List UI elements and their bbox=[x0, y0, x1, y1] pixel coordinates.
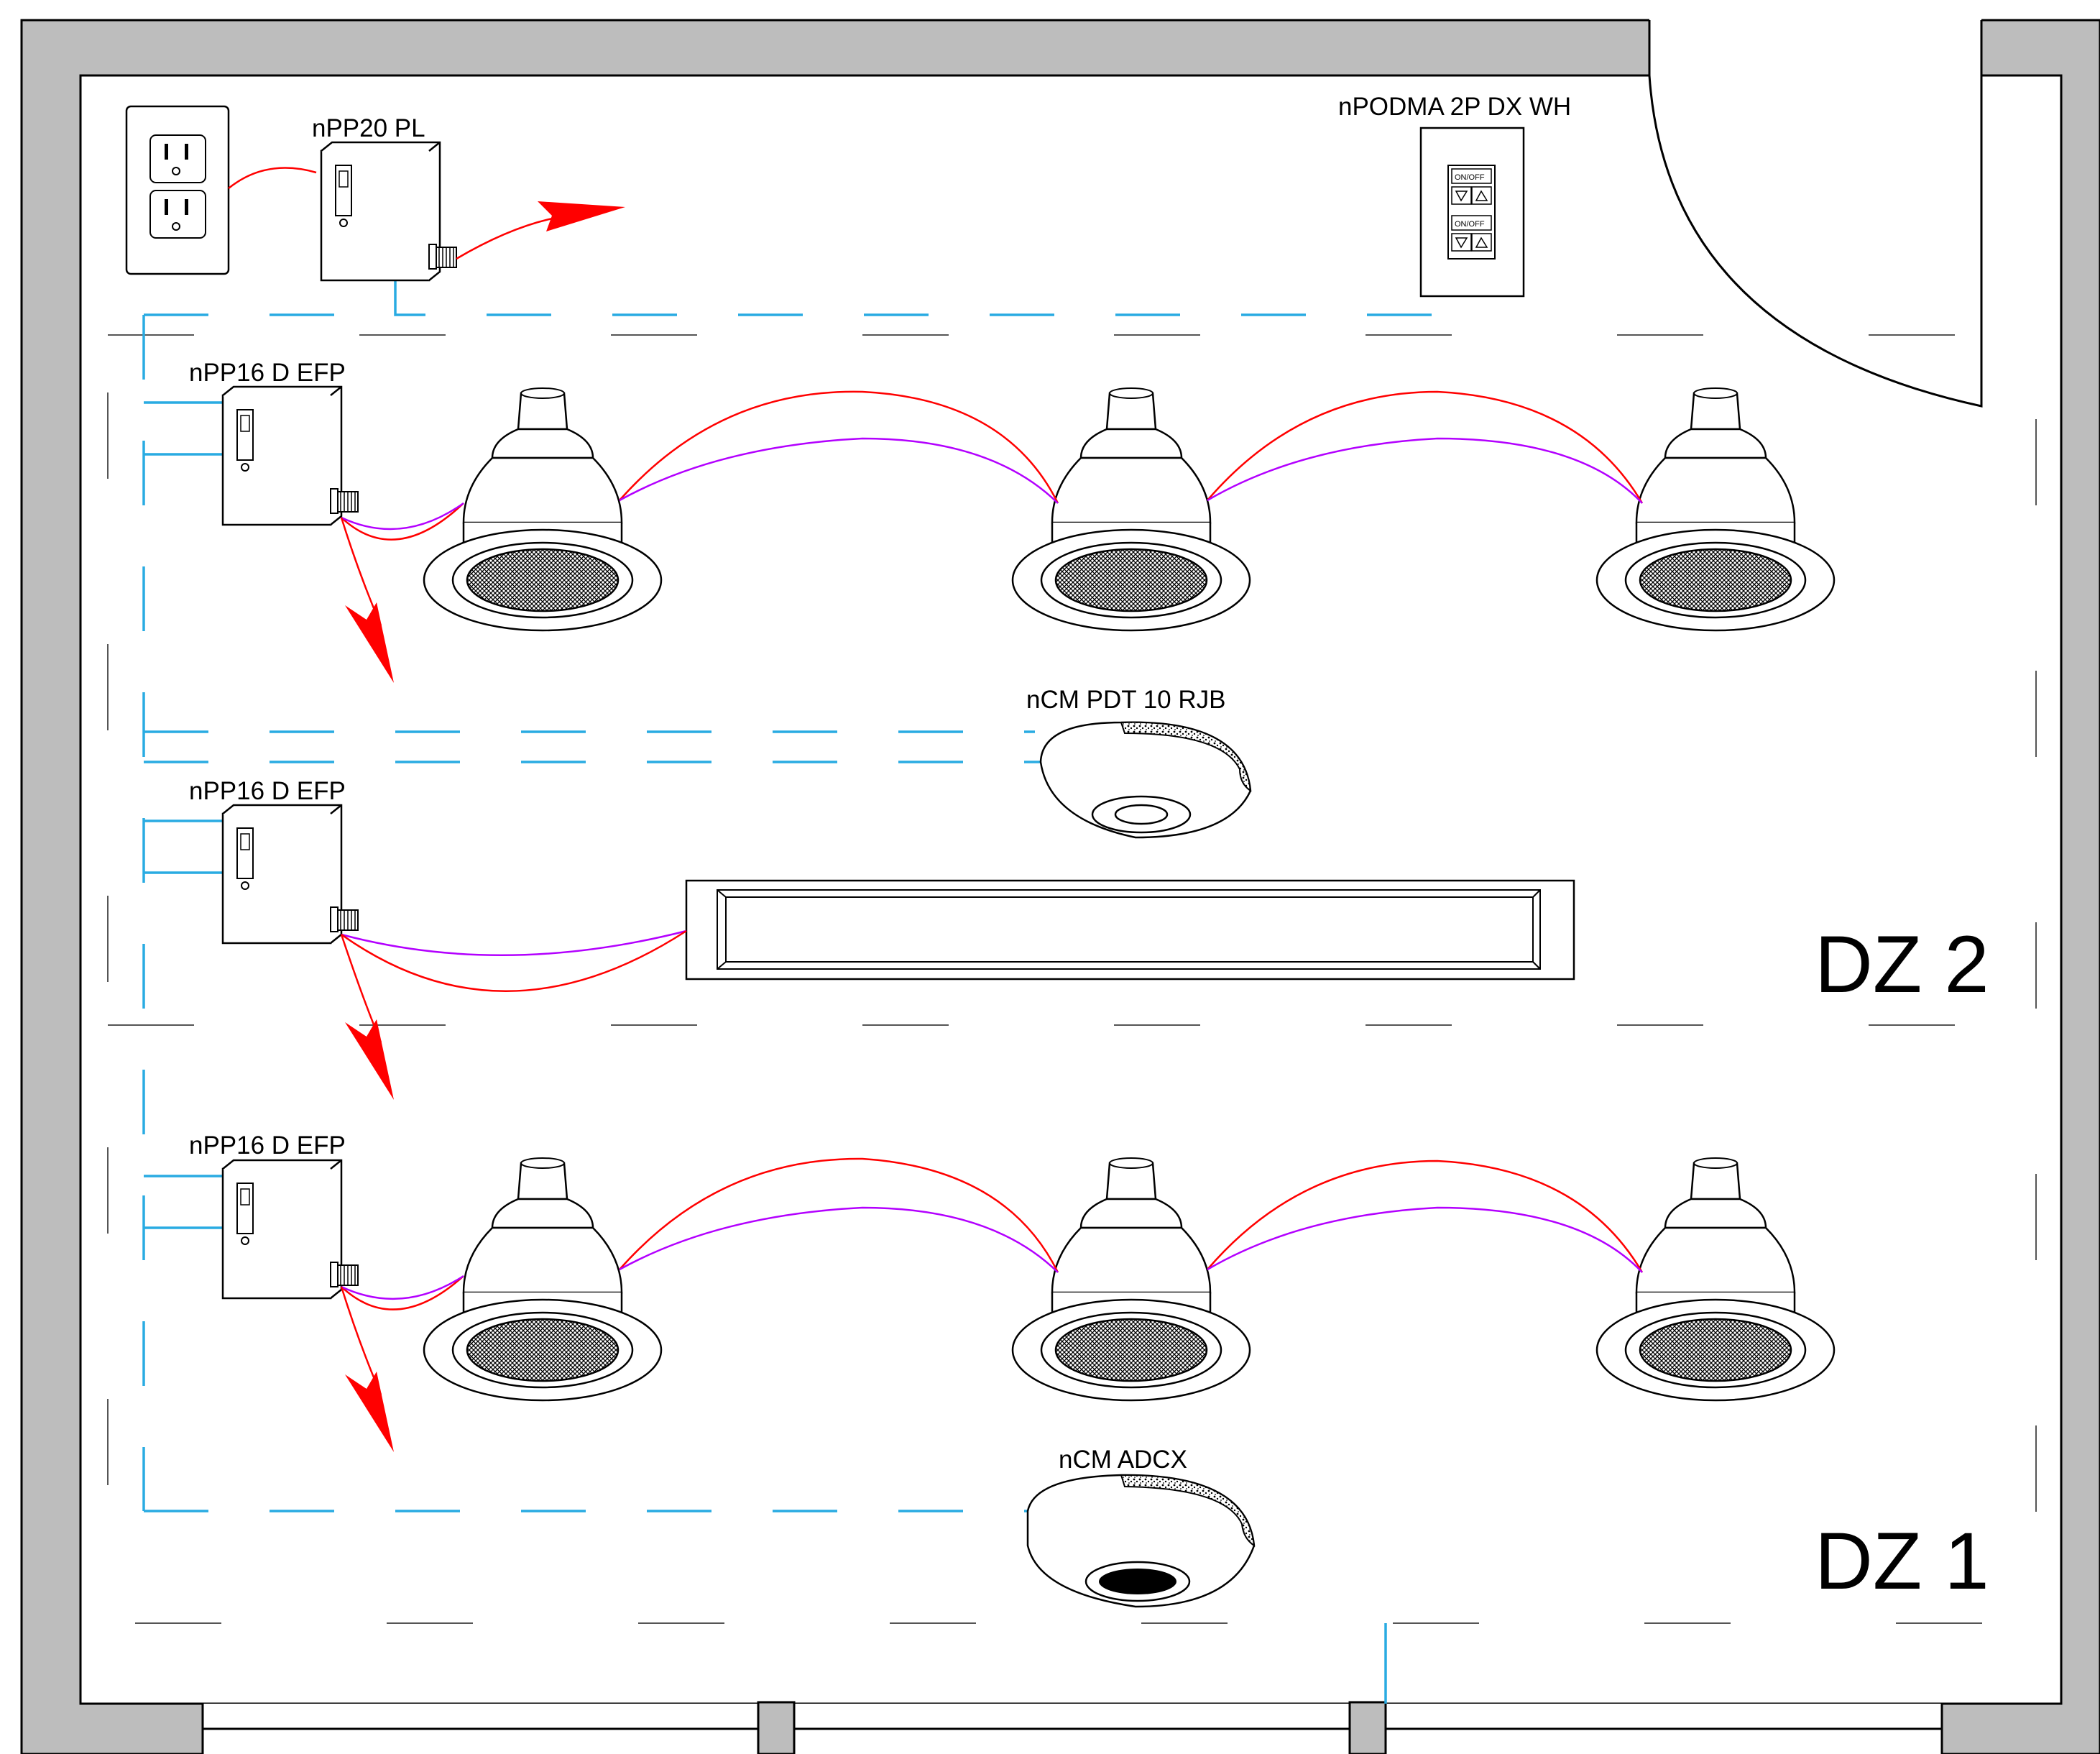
network-cable-pack2 bbox=[144, 819, 223, 874]
wall-station-button-2-label: ON/OFF bbox=[1455, 220, 1485, 229]
zone-label-dz1: DZ 1 bbox=[1815, 1516, 1989, 1606]
wall-station-raise-1[interactable] bbox=[1471, 186, 1492, 205]
daylight-sensor-label: nCM ADCX bbox=[1059, 1446, 1187, 1474]
window-mullion-2 bbox=[1348, 1701, 1387, 1754]
wall-station-button-2[interactable] bbox=[1451, 215, 1492, 231]
network-cable-occ-sensor bbox=[144, 730, 1042, 763]
door-swing bbox=[1648, 20, 1983, 408]
receptacle-pack-label: nPP20 PL bbox=[312, 114, 425, 142]
zone-boundary-outer bbox=[107, 334, 2037, 1624]
wall-station-label: nPODMA 2P DX WH bbox=[1338, 93, 1571, 121]
power-pack-1 bbox=[221, 385, 359, 526]
power-pack-2-arrow bbox=[345, 1019, 394, 1100]
power-pack-1-label: nPP16 D EFP bbox=[189, 359, 346, 387]
wall-station-button-1[interactable] bbox=[1451, 168, 1492, 184]
daylight-sensor bbox=[1026, 1474, 1256, 1608]
power-pack-2-label: nPP16 D EFP bbox=[189, 777, 346, 805]
power-pack-3-arrow bbox=[345, 1372, 394, 1452]
network-cable-pack3 bbox=[144, 1175, 223, 1229]
power-pack-3-label: nPP16 D EFP bbox=[189, 1131, 346, 1160]
power-pack-3 bbox=[221, 1159, 359, 1300]
row-1-wiring bbox=[340, 390, 1644, 626]
zone-boundaries bbox=[107, 334, 2037, 1624]
wall-station-lower-1[interactable] bbox=[1451, 186, 1472, 205]
power-pack-1-arrow bbox=[345, 602, 394, 683]
down-arrow-icon bbox=[1455, 237, 1468, 249]
wall-station-raise-2[interactable] bbox=[1471, 233, 1492, 252]
network-cable-pack1 bbox=[144, 401, 223, 456]
window-mullion-1 bbox=[757, 1701, 796, 1754]
zone-label-dz2: DZ 2 bbox=[1815, 919, 1989, 1009]
occupancy-sensor bbox=[1039, 721, 1252, 839]
wall-station-lower-2[interactable] bbox=[1451, 233, 1472, 252]
duplex-receptacle bbox=[125, 105, 230, 275]
wall-station[interactable]: ON/OFF ON/OFF bbox=[1419, 127, 1525, 298]
row-2-wiring bbox=[340, 1157, 1644, 1395]
wall-station-button-1-label: ON/OFF bbox=[1455, 173, 1485, 182]
receptacle-pack-arrow bbox=[538, 201, 625, 231]
power-pack-2 bbox=[221, 804, 359, 945]
linear-fixture bbox=[685, 879, 1575, 981]
up-arrow-icon bbox=[1475, 237, 1488, 248]
network-cable-wallstation bbox=[394, 280, 1463, 316]
receptacle-feed-wire bbox=[228, 167, 317, 189]
down-arrow-icon bbox=[1455, 190, 1468, 202]
receptacle-power-pack bbox=[320, 141, 458, 282]
occupancy-sensor-label: nCM PDT 10 RJB bbox=[1026, 686, 1226, 714]
up-arrow-icon bbox=[1475, 190, 1488, 201]
network-cables bbox=[142, 280, 1463, 1704]
